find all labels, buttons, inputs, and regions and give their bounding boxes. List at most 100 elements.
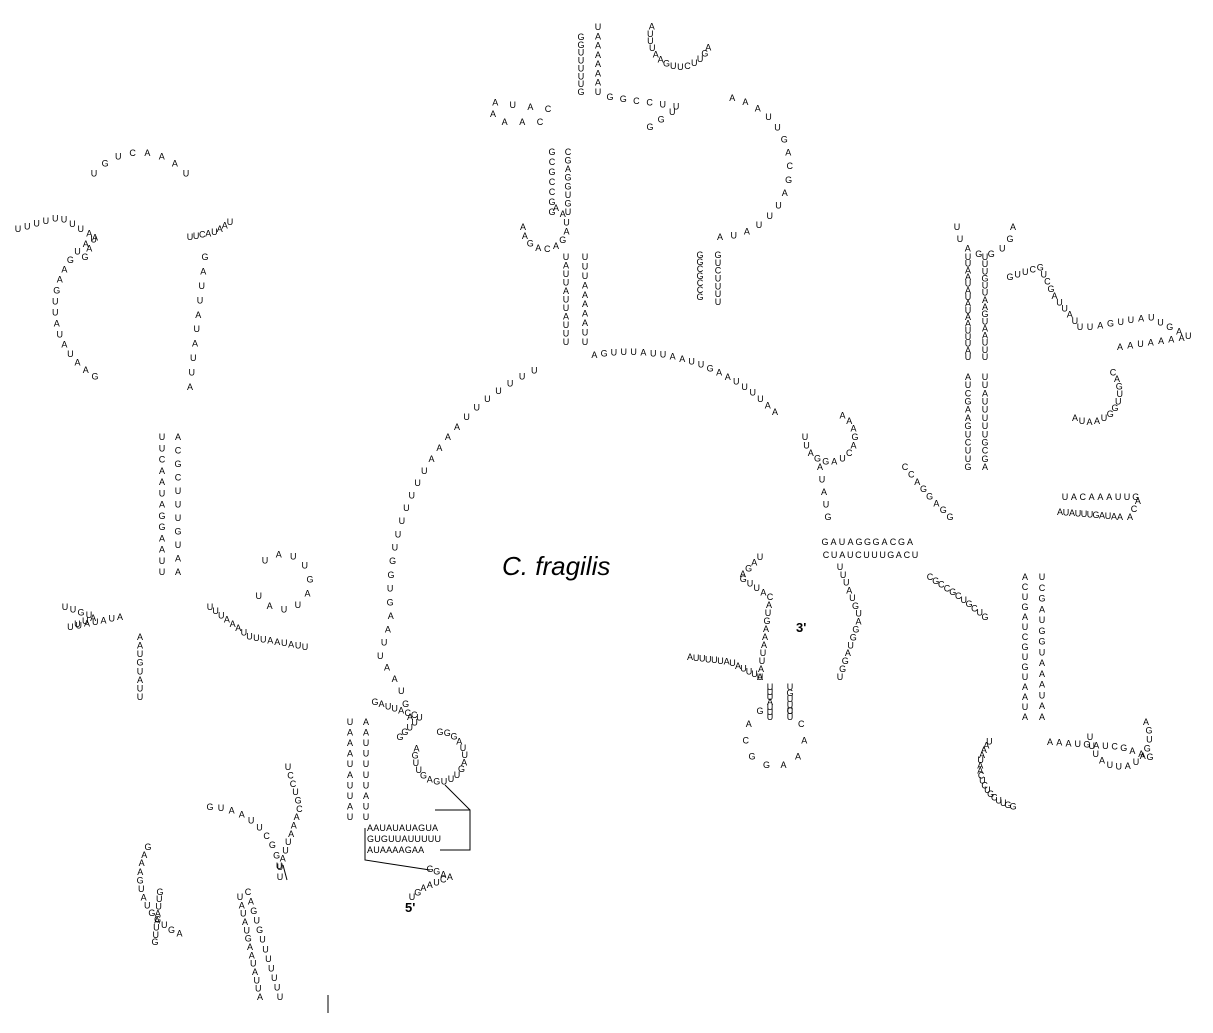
nucleotide: U bbox=[1115, 396, 1122, 406]
nucleotide: U bbox=[630, 347, 637, 357]
nucleotide: U bbox=[965, 332, 972, 342]
nucleotide: U bbox=[582, 271, 589, 281]
nucleotide: G bbox=[1146, 752, 1153, 762]
nucleotide: G bbox=[887, 550, 894, 560]
nucleotide: A bbox=[801, 735, 807, 745]
nucleotide: A bbox=[560, 209, 566, 219]
nucleotide: A bbox=[670, 352, 676, 362]
nucleotide: A bbox=[117, 612, 123, 622]
nucleotide: U bbox=[747, 579, 754, 589]
nucleotide: A bbox=[155, 908, 161, 918]
nucleotide: G bbox=[707, 363, 714, 373]
nucleotide: A bbox=[1179, 333, 1185, 343]
nucleotide: C bbox=[787, 161, 794, 171]
nucleotide: U bbox=[982, 405, 989, 415]
nucleotide: G bbox=[964, 397, 971, 407]
nucleotide: A bbox=[744, 226, 750, 236]
nucleotide: U bbox=[290, 552, 297, 562]
nucleotide: U bbox=[595, 87, 602, 97]
nucleotide: U bbox=[474, 403, 481, 413]
nucleotide: A bbox=[74, 358, 80, 368]
nucleotide: U bbox=[774, 122, 781, 132]
nucleotide: U bbox=[582, 328, 589, 338]
nucleotide: A bbox=[239, 900, 245, 910]
nucleotide: A bbox=[735, 661, 741, 671]
nucleotide: C bbox=[798, 719, 805, 729]
nucleotide: U bbox=[1081, 509, 1088, 519]
nucleotide: U bbox=[15, 224, 22, 234]
nucleotide: U bbox=[137, 692, 144, 702]
nucleotide: U bbox=[957, 234, 964, 244]
nucleotide: G bbox=[852, 624, 859, 634]
nucleotide: G bbox=[785, 175, 792, 185]
diagram-title: C. fragilis bbox=[502, 551, 610, 581]
nucleotide: U bbox=[175, 500, 182, 510]
nucleotide: U bbox=[1061, 304, 1068, 314]
nucleotide: A bbox=[83, 239, 89, 249]
nucleotide: A bbox=[83, 365, 89, 375]
nucleotide: U bbox=[392, 543, 399, 553]
nucleotide: A bbox=[831, 457, 837, 467]
nucleotide: A bbox=[92, 233, 98, 243]
nucleotide: U bbox=[767, 692, 774, 702]
nucleotide: U bbox=[1087, 510, 1094, 520]
nucleotide: U bbox=[1148, 313, 1155, 323]
nucleotide: U bbox=[24, 221, 31, 231]
nucleotide: U bbox=[582, 252, 589, 262]
nucleotide: C bbox=[245, 887, 252, 897]
nucleotide: G bbox=[946, 512, 953, 522]
nucleotide: A bbox=[1086, 417, 1092, 427]
nucleotide: A bbox=[1129, 746, 1135, 756]
nucleotide: G bbox=[426, 864, 433, 874]
nucleotide: U bbox=[976, 608, 983, 618]
nucleotide: A bbox=[881, 537, 887, 547]
nucleotide: A bbox=[392, 674, 398, 684]
nucleotide: A bbox=[447, 872, 453, 882]
nucleotide: U bbox=[965, 429, 972, 439]
nucleotide: A bbox=[761, 640, 767, 650]
nucleotide: A bbox=[746, 719, 752, 729]
nucleotide: A bbox=[582, 318, 588, 328]
nucleotide: U bbox=[693, 653, 700, 663]
nucleotide: A bbox=[582, 299, 588, 309]
nucleotide: U bbox=[982, 259, 989, 269]
nucleotide: U bbox=[730, 231, 737, 241]
nucleotide: U bbox=[697, 54, 704, 64]
nucleotide: U bbox=[819, 475, 826, 485]
nucleotide: G bbox=[987, 789, 994, 799]
nucleotide: A bbox=[420, 883, 426, 893]
nucleotide: C bbox=[1079, 492, 1086, 502]
nucleotide: A bbox=[490, 109, 496, 119]
nucleotide: A bbox=[724, 657, 730, 667]
nucleotide: U bbox=[582, 261, 589, 271]
nucleotide: U bbox=[965, 380, 972, 390]
nucleotide: A bbox=[765, 400, 771, 410]
nucleotide: U bbox=[1075, 509, 1082, 519]
nucleotide: A bbox=[205, 228, 211, 238]
nucleotide: G bbox=[81, 252, 88, 262]
nucleotide: A bbox=[100, 615, 106, 625]
nucleotide: G bbox=[1144, 743, 1151, 753]
nucleotide: U bbox=[190, 353, 197, 363]
nucleotide: U bbox=[363, 770, 370, 780]
nucleotide: U bbox=[70, 605, 77, 615]
nucleotide: U bbox=[188, 368, 195, 378]
nucleotide: U bbox=[965, 352, 972, 362]
nucleotide: U bbox=[879, 550, 886, 560]
nucleotide: A bbox=[175, 554, 181, 564]
nucleotide: C bbox=[537, 117, 544, 127]
nucleotide: A bbox=[159, 151, 165, 161]
nucleotide: U bbox=[1117, 317, 1124, 327]
nucleotide: A bbox=[288, 640, 294, 650]
nucleotide: U bbox=[717, 656, 724, 666]
